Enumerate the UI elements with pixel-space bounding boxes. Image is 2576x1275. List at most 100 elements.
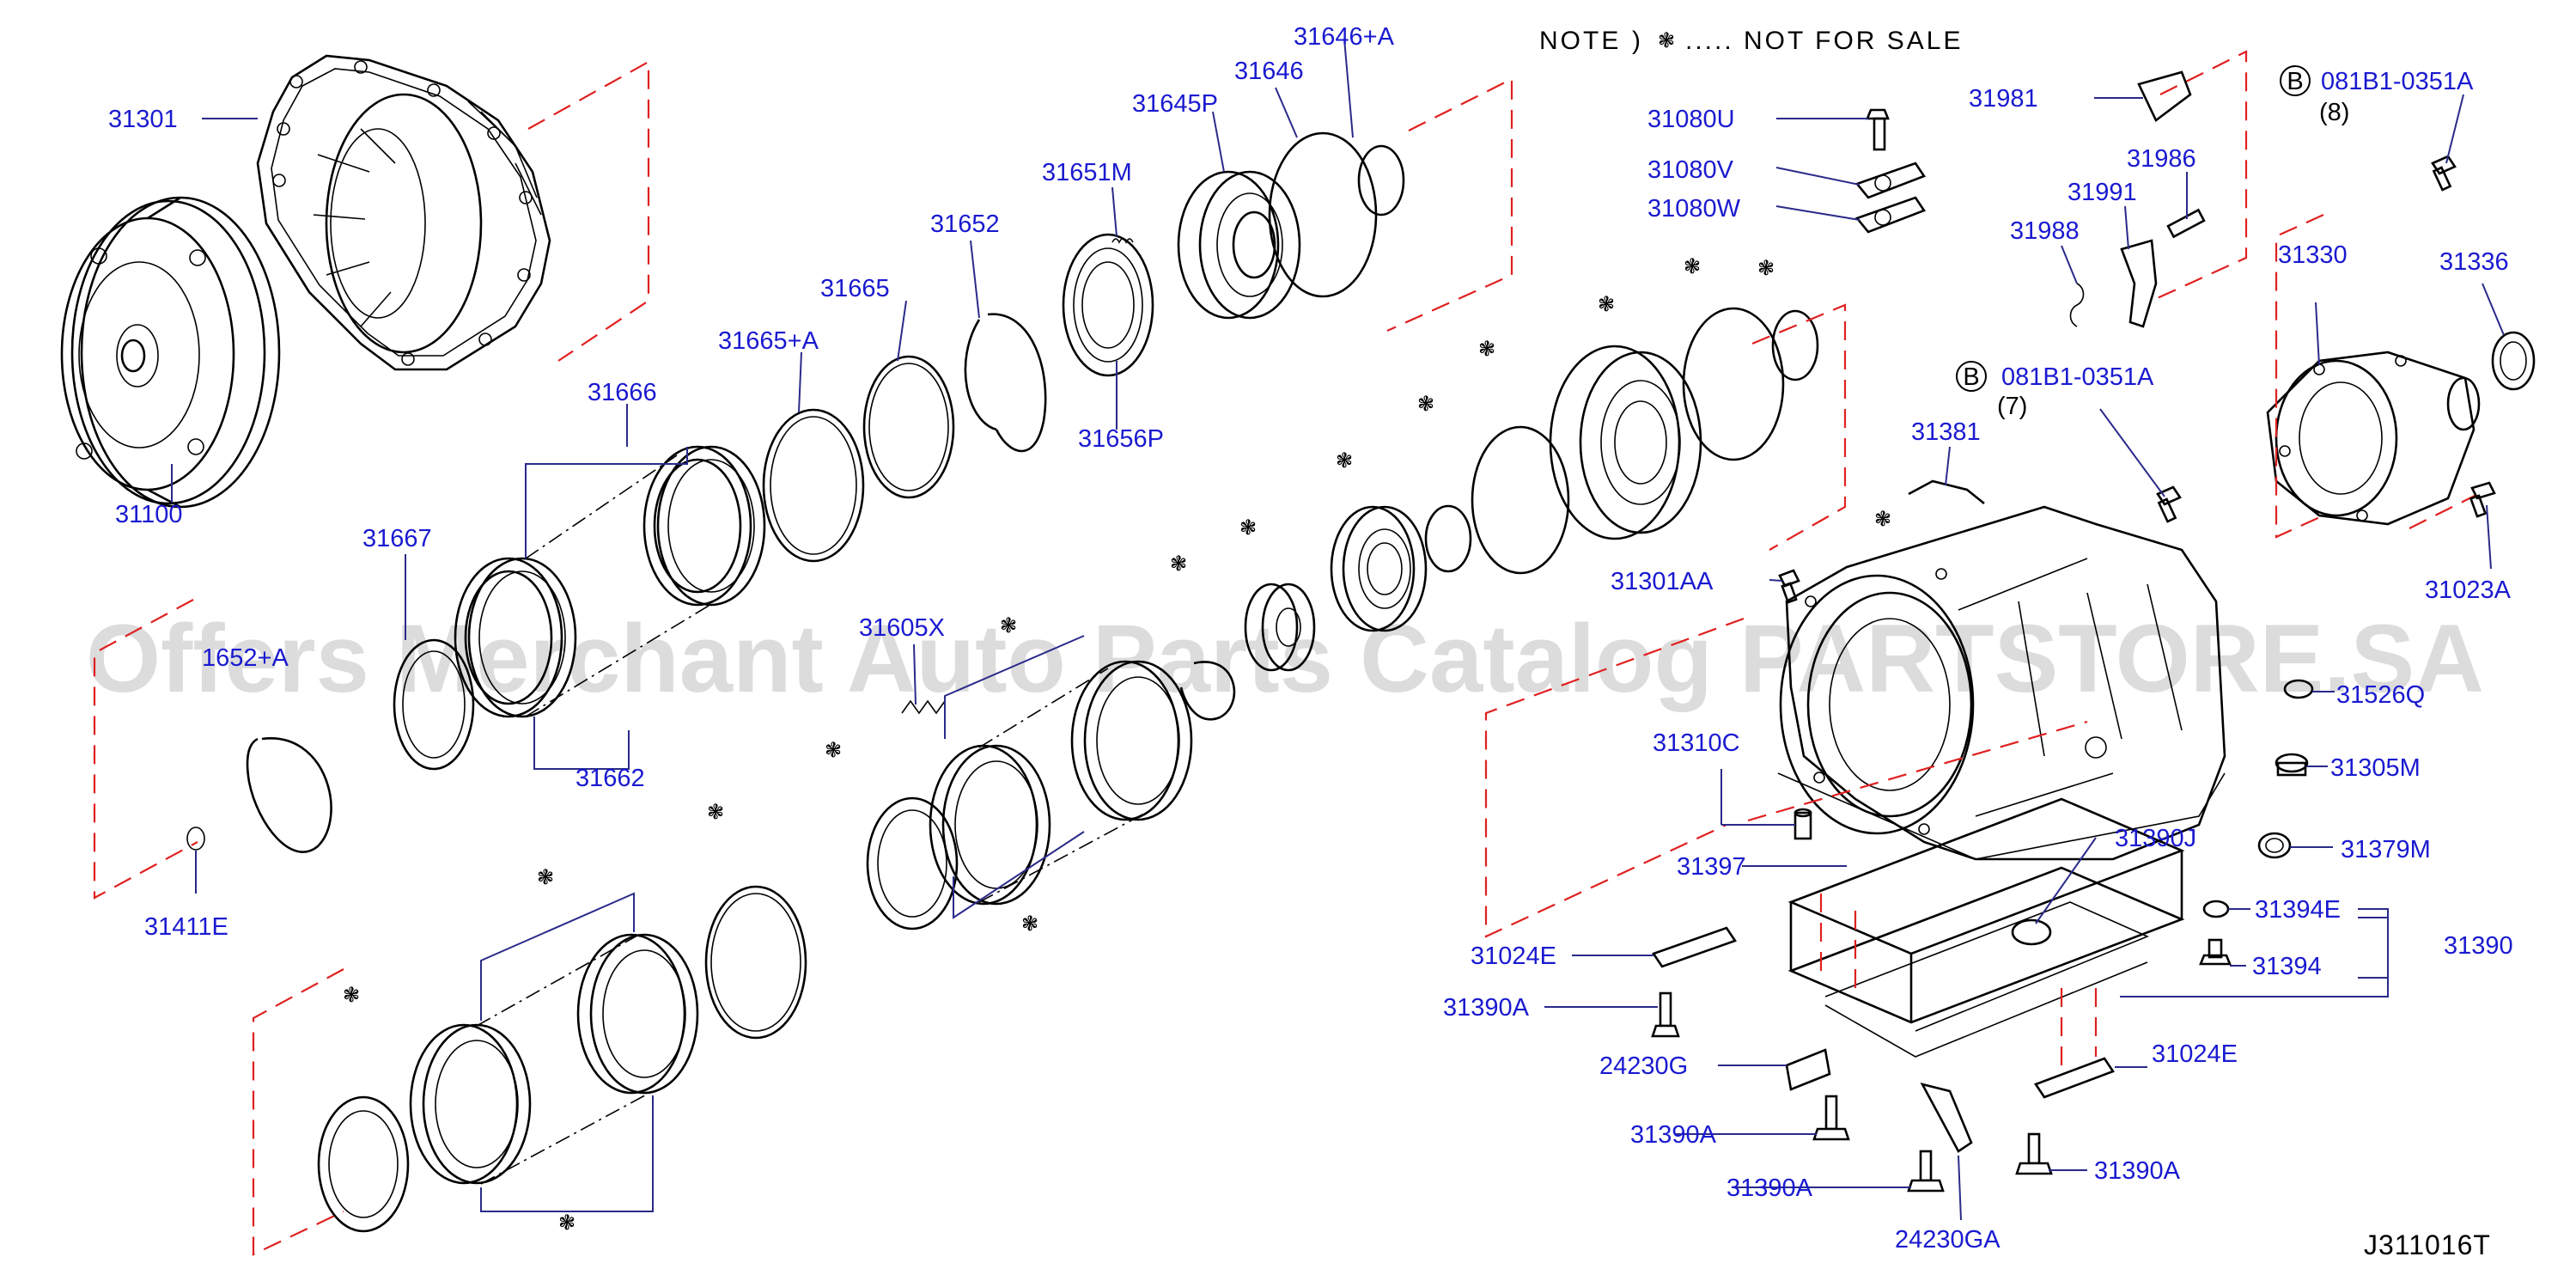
- large-o-ring-center: [1471, 425, 1570, 575]
- snap-ring-center: [1179, 661, 1236, 721]
- tube-31381: [1908, 479, 1985, 505]
- label-31526q[interactable]: 31526Q: [2336, 681, 2425, 709]
- label-31646-a[interactable]: 31646+A: [1294, 23, 1395, 51]
- label-31301[interactable]: 31301: [108, 106, 178, 133]
- label-31394e[interactable]: 31394E: [2255, 896, 2341, 924]
- gasket-31080v: [1854, 162, 1926, 199]
- drum-center[interactable]: [1549, 345, 1702, 540]
- clutch-plate-31667[interactable]: [393, 638, 475, 771]
- label-31656p[interactable]: 31656P: [1078, 425, 1164, 453]
- label-31390a-3[interactable]: 31390A: [2094, 1157, 2181, 1185]
- callout-quantity: (7): [1997, 393, 2027, 420]
- label-31390[interactable]: 31390: [2444, 932, 2513, 960]
- label-31665-a[interactable]: 31665+A: [718, 327, 819, 355]
- lower-dashed-guide: [252, 968, 344, 1256]
- label-24230ga[interactable]: 24230GA: [1895, 1226, 2001, 1254]
- snap-ring-31652[interactable]: [964, 313, 1047, 453]
- part-labels: 31301 31100 31646+A 31646 31645P 31651M …: [108, 23, 2513, 1254]
- bolt-callout-8[interactable]: B 081B1-0351A (8): [2280, 65, 2474, 126]
- bolt-31390a-4: [2015, 1132, 2053, 1175]
- clip-31024e-left: [1651, 926, 1738, 968]
- label-31080u[interactable]: 31080U: [1647, 106, 1735, 133]
- label-31397[interactable]: 31397: [1677, 853, 1746, 881]
- bolt-31390a-2: [1812, 1095, 1850, 1141]
- center-dashed-guide: [1751, 303, 1847, 551]
- star-icon: ❃: [707, 800, 724, 824]
- label-31379m[interactable]: 31379M: [2341, 836, 2431, 863]
- ring-31665[interactable]: [862, 355, 955, 499]
- label-31336[interactable]: 31336: [2439, 248, 2509, 276]
- label-31646[interactable]: 31646: [1234, 58, 1304, 85]
- label-31652[interactable]: 31652: [930, 210, 1000, 238]
- label-31651m[interactable]: 31651M: [1042, 159, 1132, 186]
- seal-31646-a: [1357, 144, 1405, 217]
- seal-31336: [2491, 331, 2536, 391]
- bolt-081b1-top: [2431, 155, 2457, 192]
- not-for-sale-star-icon: ❃: [1658, 28, 1675, 52]
- plug-31526q: [2283, 679, 2314, 699]
- label-31605x[interactable]: 31605X: [859, 614, 945, 642]
- label-31667[interactable]: 31667: [362, 525, 432, 552]
- label-31645p[interactable]: 31645P: [1132, 90, 1218, 118]
- label-31390a-1[interactable]: 31390A: [1443, 994, 1530, 1022]
- leader-lines: [171, 38, 2505, 1221]
- star-icon: ❃: [1417, 392, 1434, 416]
- piston-31645p[interactable]: [1177, 170, 1301, 320]
- star-icon: ❃: [1684, 254, 1701, 278]
- bracket-31981: [2137, 70, 2192, 122]
- torque-converter[interactable]: [60, 196, 281, 509]
- sun-gear-assembly[interactable]: [1244, 583, 1316, 672]
- converter-housing[interactable]: [256, 54, 551, 371]
- label-31100[interactable]: 31100: [115, 501, 183, 528]
- not-for-sale-markers: ❃ ❃ ❃ ❃ ❃ ❃ ❃ ❃ ❃ ❃ ❃ ❃ ❃ ❃ ❃ ❃: [343, 254, 1891, 1235]
- plate-31080w: [1854, 196, 1926, 234]
- clutch-pack-middle[interactable]: [866, 635, 1193, 930]
- label-31981[interactable]: 31981: [1969, 85, 2038, 113]
- label-31390a-2[interactable]: 31390A: [1630, 1121, 1717, 1149]
- callout-circle-letter: B: [2287, 68, 2303, 95]
- label-31394[interactable]: 31394: [2252, 953, 2322, 980]
- label-31986[interactable]: 31986: [2127, 145, 2196, 173]
- snap-ring-31665-a[interactable]: [762, 408, 865, 563]
- label-31305m[interactable]: 31305M: [2330, 754, 2421, 782]
- label-31390j[interactable]: 31390J: [2115, 825, 2196, 852]
- bolt-081b1-case: [2156, 485, 2182, 523]
- snap-ring-1652-a[interactable]: [246, 737, 332, 853]
- clutch-pack-31666[interactable]: [454, 445, 766, 770]
- transmission-case[interactable]: [1777, 505, 2226, 861]
- bracket-dashed-guide: [2151, 50, 2248, 302]
- piston-dashed-guide: [1386, 77, 1513, 332]
- label-31665[interactable]: 31665: [820, 275, 890, 302]
- label-31411e[interactable]: 31411E: [144, 913, 228, 941]
- label-31662[interactable]: 31662: [575, 765, 645, 792]
- label-31381[interactable]: 31381: [1911, 418, 1981, 446]
- label-31080w[interactable]: 31080W: [1647, 195, 1741, 223]
- retainer-31656p[interactable]: [1062, 233, 1154, 377]
- label-31310c[interactable]: 31310C: [1653, 729, 1740, 757]
- label-31390a-4[interactable]: 31390A: [1726, 1174, 1813, 1202]
- pin-31310c: [1793, 808, 1812, 840]
- label-31024e-left[interactable]: 31024E: [1471, 943, 1556, 970]
- label-1652-a[interactable]: 1652+A: [202, 644, 289, 672]
- label-31330[interactable]: 31330: [2278, 241, 2348, 269]
- label-31023a[interactable]: 31023A: [2425, 576, 2512, 604]
- plug-31379m: [2257, 832, 2292, 859]
- star-icon: ❃: [1336, 448, 1353, 473]
- label-24230g[interactable]: 24230G: [1599, 1052, 1688, 1080]
- oil-pan[interactable]: [1787, 797, 2185, 1058]
- label-31666[interactable]: 31666: [588, 379, 657, 406]
- bearing-assembly[interactable]: [1330, 505, 1428, 632]
- small-o-ring-center: [1424, 504, 1472, 573]
- pan-dashed-right: [2060, 988, 2098, 1074]
- bolt-callout-7[interactable]: B 081B1-0351A (7): [1956, 361, 2154, 420]
- clutch-pack-lower[interactable]: [317, 885, 807, 1233]
- label-31080v[interactable]: 31080V: [1647, 156, 1734, 184]
- star-icon: ❃: [1874, 507, 1891, 531]
- label-31301aa[interactable]: 31301AA: [1611, 568, 1714, 595]
- extension-housing[interactable]: [2266, 351, 2481, 526]
- star-icon: ❃: [1598, 292, 1615, 316]
- label-31988[interactable]: 31988: [2010, 217, 2080, 245]
- label-31024e-right[interactable]: 31024E: [2152, 1040, 2238, 1068]
- diagram-reference-code: J311016T: [2364, 1229, 2491, 1260]
- label-31991[interactable]: 31991: [2067, 179, 2137, 206]
